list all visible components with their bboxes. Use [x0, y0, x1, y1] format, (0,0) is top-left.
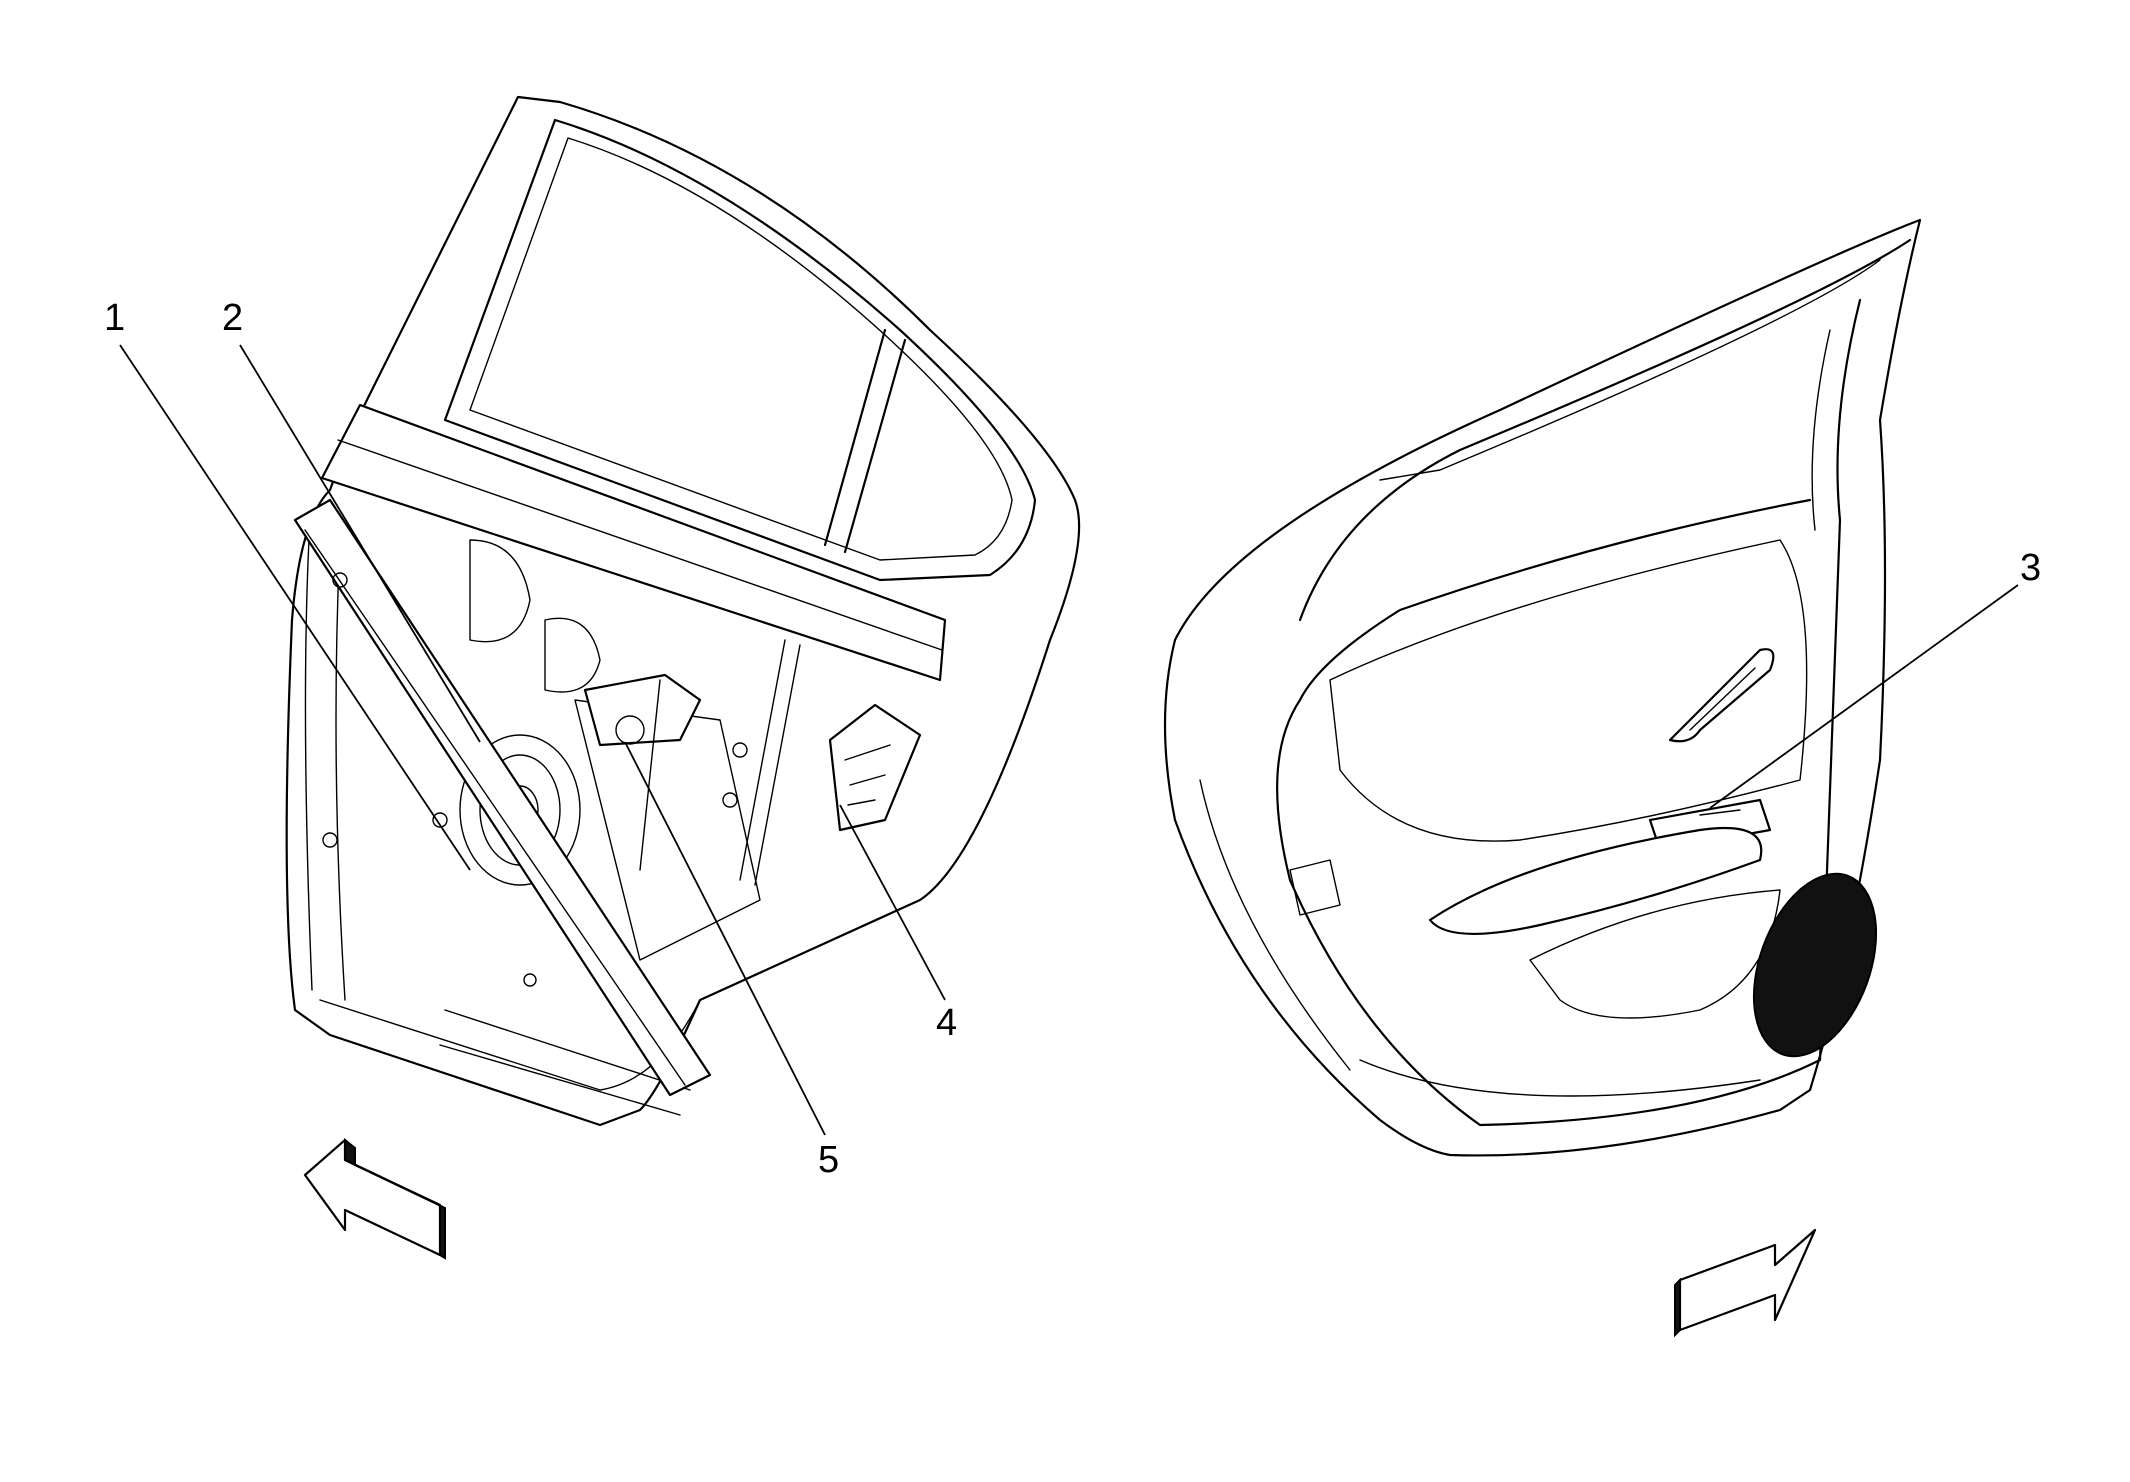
- callout-3: 3: [2020, 547, 2041, 589]
- callout-1: 1: [104, 297, 125, 339]
- callout-2: 2: [222, 297, 243, 339]
- arrow-right: [1674, 1228, 1817, 1338]
- callout-4: 4: [936, 1002, 957, 1044]
- callout-5: 5: [818, 1139, 839, 1181]
- door-frame-left: [285, 95, 1081, 1127]
- speaker-grille: [1752, 872, 1878, 1058]
- leader-lines: [119, 344, 2019, 1136]
- arrow-left: [303, 1137, 446, 1260]
- door-trim-right: [1163, 218, 1922, 1157]
